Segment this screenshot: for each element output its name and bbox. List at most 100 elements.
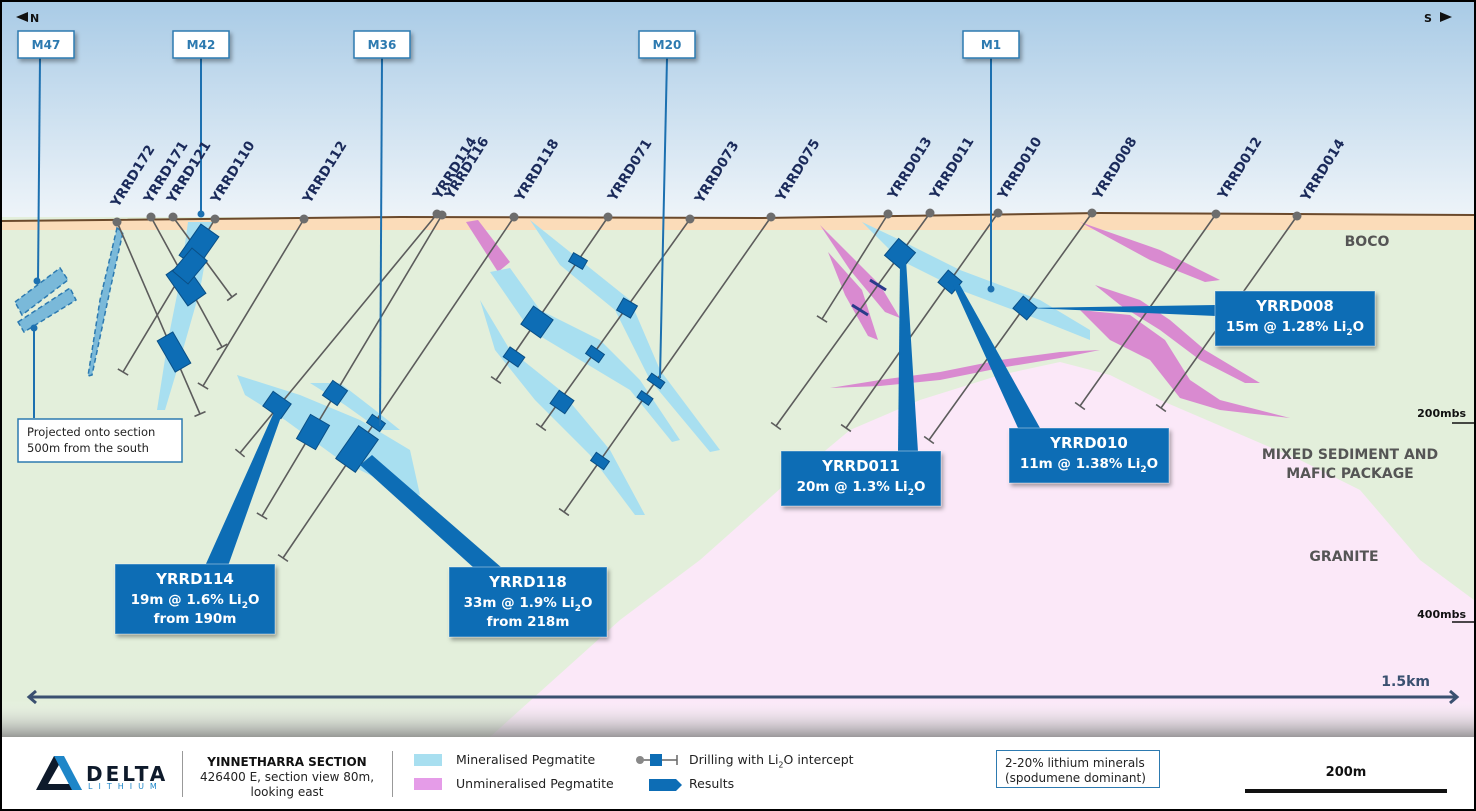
svg-text:Projected onto section: Projected onto section bbox=[27, 425, 155, 439]
drilling-intercept-icon bbox=[636, 754, 678, 766]
unmineralised-pegmatite bbox=[1080, 222, 1220, 282]
collar-dot bbox=[925, 208, 935, 218]
callout-pointer-yrrd118 bbox=[360, 455, 502, 568]
collar-dot bbox=[685, 214, 695, 224]
depth-marker-400: 400mbs bbox=[1417, 608, 1474, 623]
unit-label-mixed-1: MIXED SEDIMENT AND bbox=[1262, 447, 1438, 463]
logo-subtitle: LITHIUM bbox=[88, 782, 163, 791]
callout-pointer-yrrd008 bbox=[1028, 305, 1216, 316]
intercept bbox=[636, 390, 654, 406]
collar-dot bbox=[437, 210, 447, 220]
drill-hole bbox=[277, 212, 519, 563]
callout-title: YRRD011 bbox=[821, 457, 900, 475]
callout-title: YRRD008 bbox=[1255, 297, 1334, 315]
mineralised-pegmatite bbox=[530, 220, 720, 452]
legend-footer: DELTA LITHIUM YINNETHARRA SECTION 426400… bbox=[2, 737, 1474, 809]
mine-label-m47: M47 bbox=[17, 30, 75, 59]
svg-text:M1: M1 bbox=[981, 38, 1001, 52]
drill-hole bbox=[816, 209, 893, 323]
section-title: YINNETHARRA SECTION bbox=[207, 755, 367, 769]
callout-title: YRRD118 bbox=[488, 573, 567, 591]
section-subtitle-2: looking east bbox=[250, 785, 324, 799]
projected-note: Projected onto section 500m from the sou… bbox=[17, 418, 183, 463]
delta-logo-icon bbox=[36, 756, 82, 790]
collar-dot bbox=[299, 214, 309, 224]
section-subtitle-1: 426400 E, section view 80m, bbox=[199, 770, 375, 784]
legend-results: Results bbox=[689, 776, 735, 791]
collar-dot bbox=[603, 212, 613, 222]
collar-dot bbox=[112, 217, 122, 227]
intercept bbox=[171, 247, 209, 285]
callout-yrrd008: YRRD008 15m @ 1.28% Li2O bbox=[1214, 290, 1376, 347]
callout-yrrd011: YRRD011 20m @ 1.3% Li2O bbox=[780, 450, 942, 507]
callout-yrrd010: YRRD010 11m @ 1.38% Li2O bbox=[1008, 427, 1170, 484]
intercept-tick bbox=[851, 303, 869, 317]
scalebar-label: 200m bbox=[1325, 765, 1367, 780]
callout-grade: 15m @ 1.28% Li2O bbox=[1226, 319, 1364, 338]
intercept bbox=[262, 390, 292, 420]
callout-grade: 11m @ 1.38% Li2O bbox=[1020, 456, 1158, 475]
svg-text:M36: M36 bbox=[368, 38, 397, 52]
intercept bbox=[321, 379, 349, 407]
mine-label-m1: M1 bbox=[962, 30, 1020, 59]
arrow-left-icon bbox=[16, 12, 28, 22]
unmineralised-swatch bbox=[414, 778, 442, 790]
sky bbox=[2, 2, 1474, 217]
intercept bbox=[295, 413, 331, 451]
lithium-minerals-box: 2-20% lithium minerals (spodumene domina… bbox=[996, 750, 1160, 788]
callout-grade: 20m @ 1.3% Li2O bbox=[797, 479, 926, 498]
drill-hole bbox=[535, 214, 695, 432]
drill-hole bbox=[256, 210, 447, 520]
arrow-right-icon bbox=[1440, 12, 1452, 22]
callout-grade: 33m @ 1.9% Li2O bbox=[464, 595, 593, 614]
svg-text:S: S bbox=[1424, 12, 1432, 25]
svg-text:1.5km: 1.5km bbox=[1381, 674, 1430, 690]
svg-text:500m from the south: 500m from the south bbox=[27, 441, 149, 455]
unmineralised-pegmatite bbox=[1080, 310, 1290, 418]
intercept bbox=[567, 251, 589, 271]
collar-dot bbox=[1087, 208, 1097, 218]
svg-text:N: N bbox=[30, 12, 39, 25]
intercept-tick bbox=[869, 278, 887, 292]
intercept bbox=[584, 344, 606, 364]
divider bbox=[182, 751, 183, 797]
results-icon bbox=[649, 779, 682, 791]
unmineralised-pegmatite bbox=[820, 225, 900, 318]
intercept bbox=[549, 389, 575, 415]
projected-pegmatite-m47 bbox=[14, 226, 124, 378]
intercept bbox=[615, 297, 639, 319]
compass-north: N bbox=[16, 12, 39, 25]
drill-hole bbox=[923, 208, 1097, 445]
intercept bbox=[520, 305, 554, 339]
unit-label-granite: GRANITE bbox=[1309, 549, 1378, 565]
svg-text:M42: M42 bbox=[187, 38, 216, 52]
callout-title: YRRD010 bbox=[1049, 434, 1128, 452]
intercept bbox=[156, 331, 192, 373]
mineralised-swatch bbox=[414, 754, 442, 766]
depth-marker-200: 200mbs bbox=[1417, 407, 1474, 424]
collar-dot bbox=[1211, 209, 1221, 219]
collar-dot bbox=[146, 212, 156, 222]
li2o-intercepts bbox=[156, 223, 1038, 473]
callout-grade: 19m @ 1.6% Li2O bbox=[131, 592, 260, 611]
unmineralised-pegmatite bbox=[828, 252, 878, 340]
unit-label-boco: BOCO bbox=[1345, 234, 1390, 250]
unit-label-mixed-2: MAFIC PACKAGE bbox=[1286, 466, 1414, 482]
compass-south: S bbox=[1424, 12, 1452, 25]
scalebar bbox=[1245, 789, 1447, 793]
mine-label-m20: M20 bbox=[638, 30, 696, 59]
svg-text:M47: M47 bbox=[32, 38, 61, 52]
mine-marker-lines bbox=[33, 57, 992, 427]
granite-body bbox=[490, 362, 1474, 737]
collar-dot bbox=[766, 212, 776, 222]
callout-pointers bbox=[205, 260, 1216, 568]
intercept bbox=[589, 451, 611, 471]
divider bbox=[392, 751, 393, 797]
collar-dot bbox=[509, 212, 519, 222]
logo-name: DELTA bbox=[86, 762, 169, 786]
drill-hole bbox=[112, 217, 206, 418]
svg-text:200mbs: 200mbs bbox=[1417, 407, 1466, 420]
